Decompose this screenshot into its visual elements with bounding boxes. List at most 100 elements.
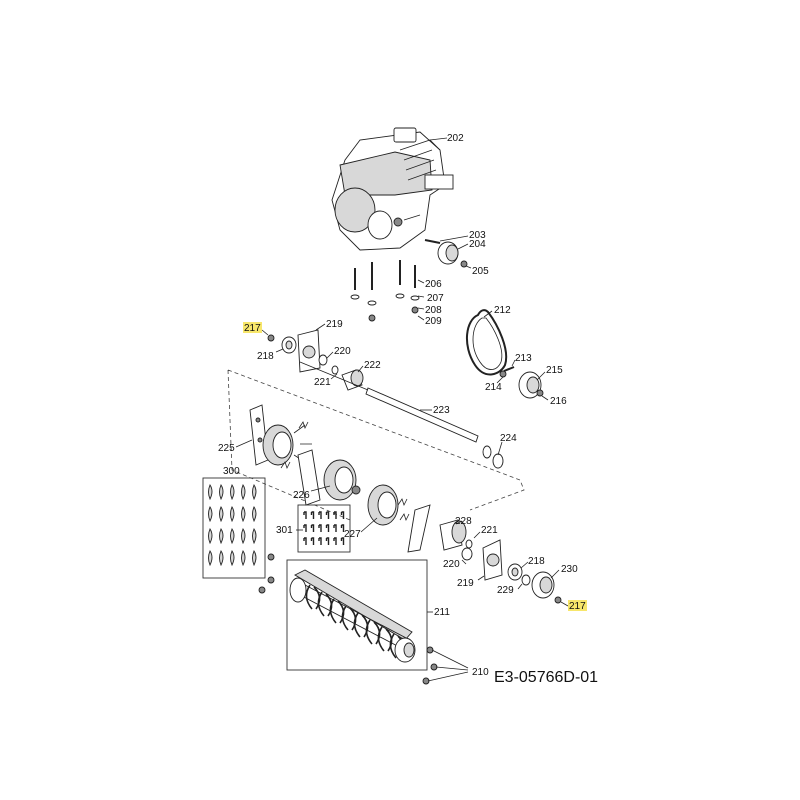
washer-220-right[interactable] [461, 547, 473, 561]
label-202: 202 [447, 133, 464, 144]
tine-blade [208, 484, 213, 501]
tine-reel-211[interactable] [286, 559, 428, 671]
tine-blade [208, 528, 213, 545]
label-219-left: 219 [326, 319, 343, 330]
label-215: 215 [546, 365, 563, 376]
bushing-221-right[interactable] [465, 539, 473, 549]
pulley-230[interactable] [531, 571, 555, 599]
label-221-top: 221 [314, 377, 331, 388]
label-211: 211 [434, 607, 450, 618]
tine-clip [333, 524, 337, 532]
label-212: 212 [494, 305, 511, 316]
rotor-hub-left[interactable] [262, 424, 312, 466]
tine-clip [303, 524, 307, 532]
washer-220-top[interactable] [318, 354, 328, 366]
label-216: 216 [550, 396, 567, 407]
tine-clip [340, 511, 345, 519]
tine-blade [241, 484, 246, 501]
tine-clip [340, 537, 345, 545]
label-224: 224 [500, 433, 517, 444]
highlight-217-right [568, 600, 587, 611]
tine-blade [219, 506, 224, 523]
tine-clip [310, 537, 315, 545]
washer-214[interactable] [499, 370, 507, 378]
key-203[interactable] [424, 239, 441, 244]
label-214: 214 [485, 382, 502, 393]
tine-blade [252, 506, 257, 523]
rotor-hub-227[interactable] [367, 484, 431, 553]
label-203: 203 [469, 230, 486, 241]
belt-212[interactable] [466, 309, 508, 376]
label-209: 209 [425, 316, 442, 327]
rotor-plate-226[interactable] [297, 449, 361, 506]
tine-blade [230, 528, 235, 545]
tine-clip [318, 524, 322, 532]
tine-clip [303, 537, 307, 545]
screw-217-left[interactable] [267, 334, 275, 342]
label-222: 222 [364, 360, 381, 371]
shaft-223[interactable] [299, 361, 479, 443]
tine-blade [230, 550, 235, 567]
bracket-219-left[interactable] [297, 329, 321, 373]
label-218-right: 218 [528, 556, 545, 567]
sleeve-222[interactable] [341, 369, 364, 391]
spring-clips-left[interactable] [280, 421, 309, 470]
bracket-219-right[interactable] [482, 539, 503, 581]
engine-202[interactable] [331, 127, 454, 251]
tine-kit-300[interactable] [202, 477, 275, 594]
label-205: 205 [472, 266, 489, 277]
label-210: 210 [472, 667, 489, 678]
label-220-right: 220 [443, 559, 460, 570]
tine-blade [252, 528, 257, 545]
label-204: 204 [469, 239, 486, 250]
tine-blade [241, 528, 246, 545]
tine-clip [325, 524, 330, 532]
tine-clip [333, 537, 337, 545]
tine-blade [208, 506, 213, 523]
label-229: 229 [497, 585, 514, 596]
label-217-right: 217 [569, 601, 586, 612]
engine-mount-hardware[interactable] [350, 260, 420, 322]
screws-210[interactable] [422, 646, 469, 685]
tine-clip [333, 511, 337, 519]
clip-kit-301[interactable] [297, 504, 351, 553]
screw-217-right[interactable] [554, 596, 562, 604]
label-221-right: 221 [481, 525, 498, 536]
tine-blade [252, 550, 257, 567]
pulley-204[interactable] [437, 241, 459, 265]
label-227: 227 [344, 529, 361, 540]
bearing-218-left[interactable] [281, 336, 297, 354]
callout-labels: 202 203 204 205 206 207 208 209 217 218 … [218, 133, 598, 686]
tine-blade [252, 484, 257, 501]
tine-blade [219, 528, 224, 545]
label-207: 207 [427, 293, 444, 304]
label-208: 208 [425, 305, 442, 316]
tine-clip [325, 511, 330, 519]
bushing-221-top[interactable] [331, 365, 339, 375]
tine-blade [230, 506, 235, 523]
label-213: 213 [515, 353, 532, 364]
nut-216[interactable] [536, 389, 544, 397]
tine-clip [303, 511, 307, 519]
washer-229[interactable] [521, 574, 531, 586]
sleeve-228[interactable] [439, 519, 467, 551]
highlight-217-left [243, 322, 262, 333]
label-220-top: 220 [334, 346, 351, 357]
label-206: 206 [425, 279, 442, 290]
bearing-218-right[interactable] [507, 563, 523, 581]
tine-blade [219, 550, 224, 567]
label-300: 300 [223, 466, 240, 477]
label-218-left: 218 [257, 351, 274, 362]
tine-blade [208, 550, 213, 567]
label-219-right: 219 [457, 578, 474, 589]
label-217-left: 217 [244, 323, 261, 334]
label-223: 223 [433, 405, 450, 416]
label-230: 230 [561, 564, 578, 575]
tine-blade [241, 506, 246, 523]
bolt-213[interactable] [503, 366, 515, 372]
pulley-215[interactable] [518, 371, 542, 399]
tine-blade [230, 484, 235, 501]
tine-clip [318, 537, 322, 545]
bolt-205[interactable] [460, 260, 468, 268]
